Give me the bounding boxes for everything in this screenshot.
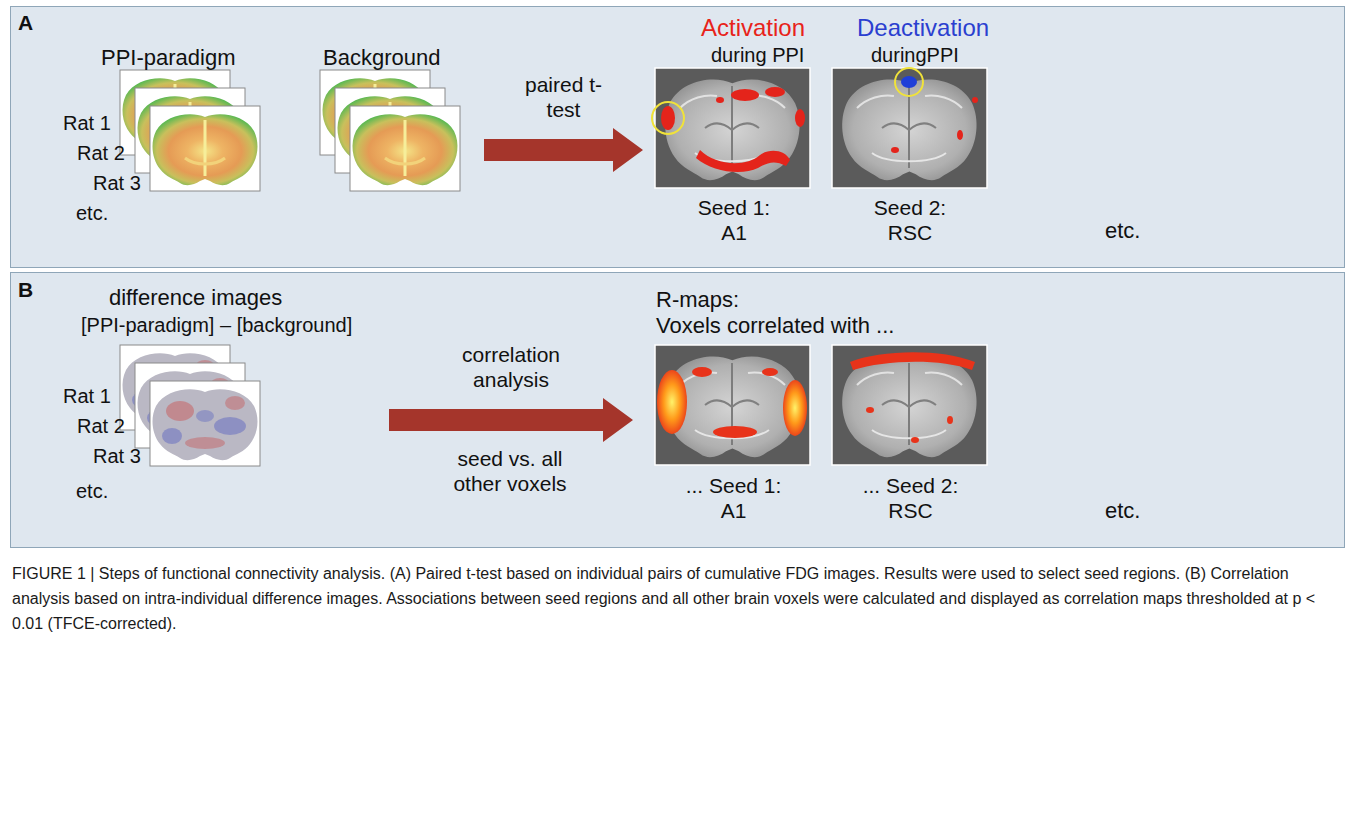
map-subheading: during PPI xyxy=(711,43,804,67)
panel-band: A PPI-paradigmRat 1 Rat 2 Rat 3 etc. Backgrou… xyxy=(10,6,1345,268)
deactivation-blob xyxy=(901,76,917,88)
group-subheading: Voxels correlated with ... xyxy=(656,313,894,339)
activation-blobs xyxy=(661,87,805,172)
seed-circle xyxy=(652,102,684,134)
rat-label: Rat 3 xyxy=(93,171,141,195)
seed-label: Seed 1: A1 xyxy=(684,195,784,245)
stack-heading: Background xyxy=(323,45,440,71)
fdg-slice xyxy=(150,106,260,191)
seed-label: ... Seed 1: A1 xyxy=(676,473,791,523)
map-subheading: duringPPI xyxy=(871,43,959,67)
rat-label: Rat 2 xyxy=(77,141,125,165)
image-stack: difference images[PPI-paradigm] – [backg… xyxy=(56,281,381,521)
arrow-sublabel: seed vs. all other voxels xyxy=(435,446,585,496)
result-map: ... Seed 1: A1 xyxy=(651,341,816,536)
rat-label: etc. xyxy=(76,201,108,225)
arrow-label: correlation analysis xyxy=(454,342,569,392)
result-map: ... Seed 2: RSC xyxy=(826,341,1001,536)
seed-circle xyxy=(895,68,923,96)
mri-slice xyxy=(655,68,810,188)
seed-label: ... Seed 2: RSC xyxy=(853,473,968,523)
group-heading: R-maps: xyxy=(656,287,739,313)
mri-slice xyxy=(832,345,987,465)
mri-slice xyxy=(832,68,987,188)
panel-letter: B xyxy=(18,277,33,302)
correlation-blobs xyxy=(657,367,807,438)
panel-letter: A xyxy=(18,10,33,35)
stack-heading: PPI-paradigm xyxy=(101,45,236,71)
rat-label: Rat 1 xyxy=(63,384,111,408)
rat-label: Rat 3 xyxy=(93,444,141,468)
correlation-blobs xyxy=(850,352,975,443)
map-heading: Activation xyxy=(701,14,805,43)
activation-blobs xyxy=(891,97,978,153)
result-map: Activationduring PPI Seed 1: A1 xyxy=(651,11,816,261)
image-stack: Background xyxy=(301,41,476,201)
rat-label: Rat 2 xyxy=(77,414,125,438)
panel-band: Bdifference images[PPI-paradigm] – [back… xyxy=(10,272,1345,548)
block-arrow xyxy=(484,128,643,172)
figure-caption: FIGURE 1 | Steps of functional connectiv… xyxy=(12,562,1342,636)
difference-slice xyxy=(150,381,260,466)
image-stack: PPI-paradigmRat 1 Rat 2 Rat 3 etc. xyxy=(56,41,276,241)
stack-subheading: [PPI-paradigm] – [background] xyxy=(81,313,352,337)
continuation-note: etc. xyxy=(1105,218,1140,244)
rat-label: etc. xyxy=(76,479,108,503)
seed-label: Seed 2: RSC xyxy=(860,195,960,245)
stack-heading: difference images xyxy=(109,285,282,311)
map-heading: Deactivation xyxy=(857,14,989,43)
arrow-label: paired t-test xyxy=(514,72,614,122)
continuation-note: etc. xyxy=(1105,498,1140,524)
mri-slice xyxy=(655,345,810,465)
block-arrow xyxy=(389,398,633,442)
fdg-slice xyxy=(350,106,460,191)
rat-label: Rat 1 xyxy=(63,111,111,135)
panel-a-images xyxy=(120,68,987,191)
result-map: DeactivationduringPPI Seed 2: RSC xyxy=(826,11,1006,261)
r-map-group: R-maps:Voxels correlated with ... ... See… xyxy=(641,283,1006,543)
